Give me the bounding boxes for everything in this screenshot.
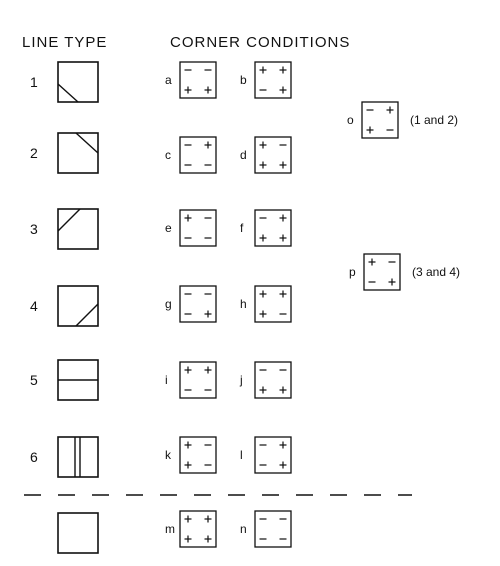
corner-condition-item: j — [239, 361, 292, 399]
condition-box — [179, 436, 217, 474]
condition-box — [179, 61, 217, 99]
condition-letter: l — [240, 448, 243, 462]
line-type-column: 1 2 3 4 5 6 — [30, 61, 99, 554]
line-type-item — [57, 512, 99, 554]
condition-box — [254, 510, 292, 548]
corner-condition-item: g — [165, 285, 217, 323]
special-conditions: o (1 and 2) p (3 and 4) — [347, 101, 460, 291]
line-type-box — [57, 285, 99, 327]
line-type-stroke — [57, 208, 81, 232]
condition-letter: m — [165, 522, 175, 536]
condition-box — [179, 209, 217, 247]
corner-condition-item: k — [165, 436, 217, 474]
condition-letter: p — [349, 265, 356, 279]
condition-note: (3 and 4) — [412, 265, 460, 279]
corner-condition-item: p (3 and 4) — [349, 253, 460, 291]
condition-letter: d — [240, 148, 247, 162]
line-type-item: 5 — [30, 359, 99, 401]
corner-condition-item: b — [240, 61, 292, 99]
condition-letter: f — [240, 221, 244, 235]
corner-condition-item: d — [240, 136, 292, 174]
condition-letter: b — [240, 73, 247, 87]
condition-box — [254, 136, 292, 174]
line-type-number: 5 — [30, 372, 38, 388]
corner-condition-item: i — [165, 361, 217, 399]
line-type-number: 4 — [30, 298, 38, 314]
corner-condition-item: h — [240, 285, 292, 323]
condition-letter: h — [240, 297, 247, 311]
condition-box — [254, 209, 292, 247]
corner-condition-item: o (1 and 2) — [347, 101, 458, 139]
line-type-box — [57, 512, 99, 554]
corner-conditions-header: CORNER CONDITIONS — [170, 34, 350, 51]
condition-box — [254, 61, 292, 99]
corner-condition-item: a — [165, 61, 217, 99]
line-type-number: 2 — [30, 145, 38, 161]
corner-condition-item: n — [240, 510, 292, 548]
line-type-stroke — [57, 83, 79, 103]
condition-letter: c — [165, 148, 171, 162]
condition-box — [179, 361, 217, 399]
line-type-box — [57, 61, 99, 103]
condition-note: (1 and 2) — [410, 113, 458, 127]
condition-letter: o — [347, 113, 354, 127]
corner-condition-item: f — [240, 209, 292, 247]
condition-box — [179, 510, 217, 548]
condition-box — [254, 285, 292, 323]
corner-condition-item: l — [240, 436, 292, 474]
condition-box — [361, 101, 399, 139]
line-type-box — [57, 132, 99, 174]
condition-letter: i — [165, 373, 168, 387]
line-type-number: 1 — [30, 74, 38, 90]
condition-box — [363, 253, 401, 291]
line-type-stroke — [75, 132, 99, 154]
condition-box — [254, 361, 292, 399]
corner-condition-item: e — [165, 209, 217, 247]
line-type-item: 2 — [30, 132, 99, 174]
line-type-number: 3 — [30, 221, 38, 237]
condition-letter: e — [165, 221, 172, 235]
condition-box — [254, 436, 292, 474]
line-type-box — [57, 436, 99, 478]
line-type-stroke — [75, 303, 99, 327]
condition-letter: g — [165, 297, 172, 311]
corner-conditions-grid: a b c d e f g h i j k l m n — [165, 61, 292, 548]
condition-box — [179, 136, 217, 174]
line-type-item: 6 — [30, 436, 99, 478]
condition-letter: k — [165, 448, 172, 462]
line-type-item: 1 — [30, 61, 99, 103]
condition-letter: n — [240, 522, 247, 536]
line-type-number: 6 — [30, 449, 38, 465]
line-type-item: 3 — [30, 208, 99, 250]
line-type-header: LINE TYPE — [22, 34, 107, 51]
line-type-box — [57, 208, 99, 250]
corner-condition-item: m — [165, 510, 217, 548]
condition-letter: a — [165, 73, 172, 87]
corner-condition-item: c — [165, 136, 217, 174]
line-type-item: 4 — [30, 285, 99, 327]
condition-box — [179, 285, 217, 323]
condition-letter: j — [239, 373, 243, 387]
